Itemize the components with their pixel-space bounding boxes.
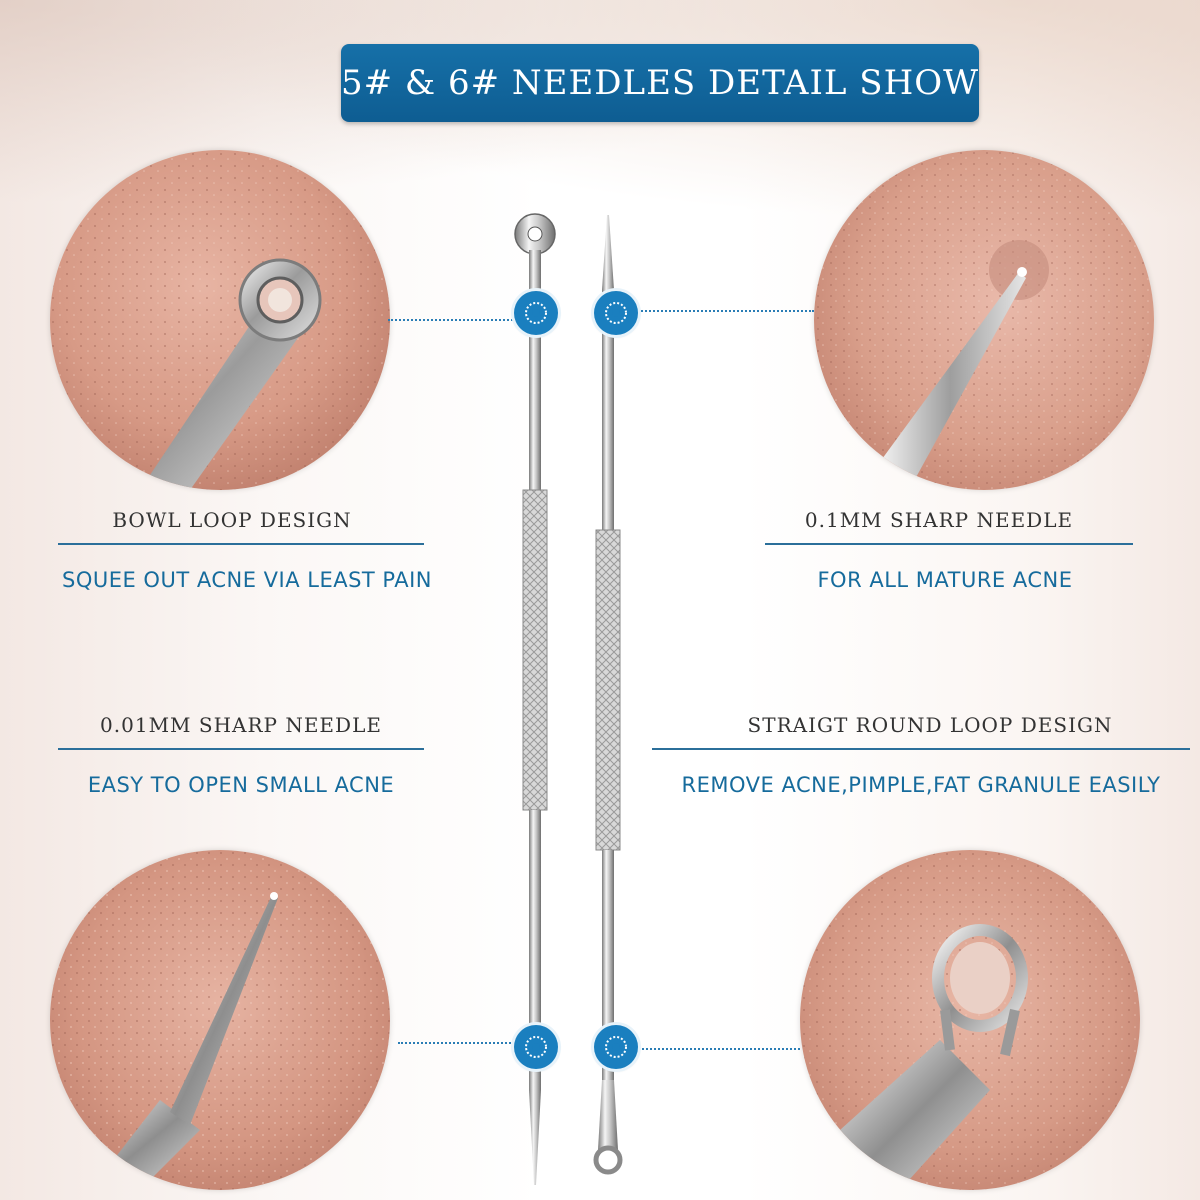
connector-line bbox=[398, 1042, 518, 1044]
divider bbox=[58, 748, 424, 750]
connector-line bbox=[618, 310, 814, 312]
divider bbox=[58, 543, 424, 545]
feature-heading-round-loop: STRAIGT ROUND LOOP DESIGN bbox=[747, 713, 1113, 737]
feature-description-round-loop: REMOVE ACNE,PIMPLE,FAT GRANULE EASILY bbox=[681, 773, 1161, 797]
round-loop-closeup bbox=[800, 850, 1140, 1190]
blue-marker-icon bbox=[514, 291, 558, 335]
fine-needle-closeup bbox=[50, 850, 390, 1190]
feature-heading-sharp-needle: 0.1MM SHARP NEEDLE bbox=[804, 508, 1074, 532]
blue-marker-icon bbox=[594, 1025, 638, 1069]
extractor-tool bbox=[490, 200, 660, 1200]
bowl-loop-closeup bbox=[50, 150, 390, 490]
connector-line bbox=[388, 319, 516, 321]
blue-marker-icon bbox=[594, 291, 638, 335]
feature-heading-bowl-loop: BOWL LOOP DESIGN bbox=[112, 508, 352, 532]
blue-marker-icon bbox=[514, 1025, 558, 1069]
title-banner: 5# & 6# NEEDLES DETAIL SHOW bbox=[341, 44, 979, 122]
divider bbox=[765, 543, 1133, 545]
feature-description-sharp-needle: FOR ALL MATURE ACNE bbox=[817, 568, 1073, 592]
divider bbox=[652, 748, 1190, 750]
sharp-needle-closeup bbox=[814, 150, 1154, 490]
page-title: 5# & 6# NEEDLES DETAIL SHOW bbox=[340, 63, 980, 103]
feature-heading-fine-needle: 0.01MM SHARP NEEDLE bbox=[100, 713, 382, 737]
feature-description-bowl-loop: SQUEE OUT ACNE VIA LEAST PAIN bbox=[61, 568, 432, 592]
connector-line bbox=[618, 1048, 800, 1050]
feature-description-fine-needle: EASY TO OPEN SMALL ACNE bbox=[87, 773, 395, 797]
